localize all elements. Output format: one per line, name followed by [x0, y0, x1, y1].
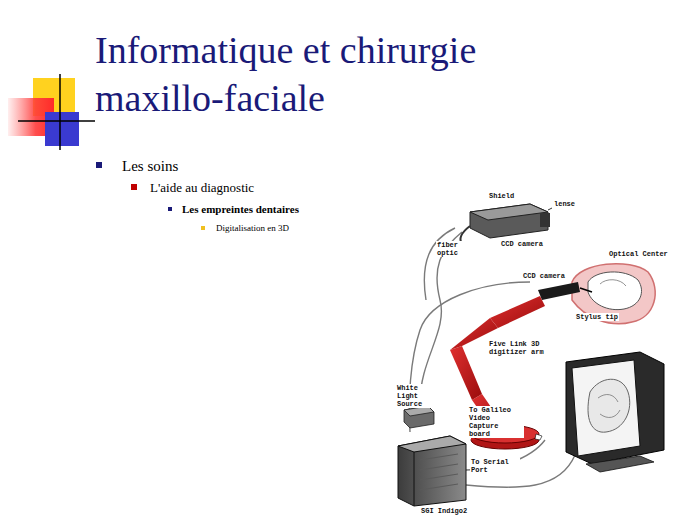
slide-title: Informatique et chirurgie maxillo-facial…: [95, 26, 535, 122]
bullet-text: Les soins: [122, 157, 178, 175]
part-label: SGI Indigo2: [420, 507, 468, 515]
decor-squares: [8, 74, 95, 150]
bullet-text: Digitalisation en 3D: [216, 223, 289, 234]
computer-tower: [398, 436, 466, 506]
part-label: Optical Center: [608, 250, 669, 258]
bullet-text: Les empreintes dentaires: [182, 203, 299, 216]
part-label: To Galileo Video Capture board: [468, 406, 524, 438]
part-label: lense: [553, 200, 576, 208]
part-label: To Serial Port: [470, 458, 520, 474]
part-label: fiber optic: [436, 241, 466, 257]
part-label: Five Link 3D digitizer arm: [488, 340, 554, 356]
bullet-text: L'aide au diagnostic: [150, 180, 254, 196]
part-label: White Light Source: [396, 384, 432, 408]
tooth-model: [572, 264, 655, 324]
part-label: Shield: [488, 192, 515, 200]
shielded-camera: [460, 204, 552, 244]
monitor: [566, 352, 664, 472]
part-label: Stylus tip: [575, 313, 619, 321]
light-source: [404, 406, 434, 428]
part-label: CCD camera: [500, 240, 544, 248]
part-label: CCD camera: [522, 272, 566, 280]
